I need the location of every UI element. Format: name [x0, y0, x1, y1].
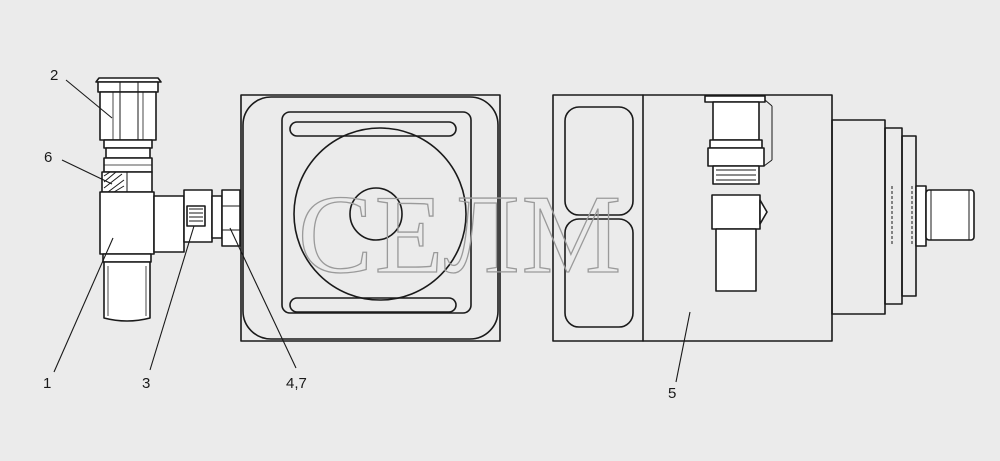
leader-3 [149, 225, 195, 371]
part-5-inner-valve [704, 95, 773, 292]
part-5-unit-body [552, 94, 833, 342]
watermark: СЕЛМ [298, 173, 623, 297]
part-2-handle [95, 77, 162, 170]
callout-5: 5 [668, 385, 676, 402]
callout-1: 1 [43, 375, 51, 392]
callout-4-7: 4,7 [286, 375, 307, 392]
part-5-motor-flange [831, 119, 975, 315]
part-4-7-nut [211, 189, 241, 247]
callout-6: 6 [44, 149, 52, 166]
leader-6 [61, 159, 113, 185]
callout-3: 3 [142, 375, 150, 392]
part-6-nut [101, 171, 153, 193]
leader-2 [65, 79, 113, 119]
part-1-valve-body [99, 191, 185, 322]
leader-1 [53, 237, 114, 373]
leader-4-7 [229, 227, 297, 369]
leader-lines [53, 79, 691, 383]
flange-plate [240, 94, 501, 342]
leader-5 [675, 311, 691, 383]
valve-stem [103, 139, 153, 173]
callout-2: 2 [50, 67, 58, 84]
part-3-fitting [183, 189, 213, 243]
